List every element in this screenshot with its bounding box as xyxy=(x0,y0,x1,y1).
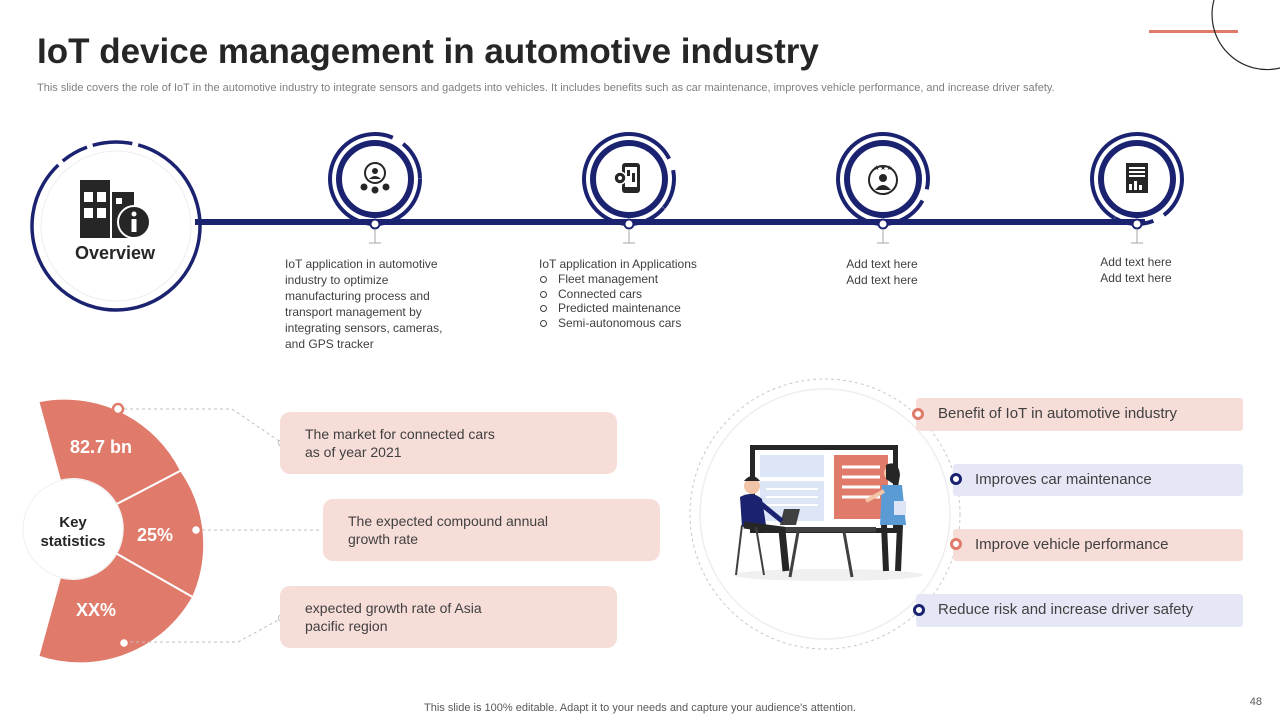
benefit-item-label: Reduce risk and increase driver safety xyxy=(938,601,1194,618)
svg-text:★★★: ★★★ xyxy=(874,164,893,172)
benefit-bullet xyxy=(950,473,962,485)
stat-box-market: The market for connected cars as of year… xyxy=(280,412,617,474)
person-gear-icon xyxy=(360,162,390,194)
slide-title: IoT device management in automotive indu… xyxy=(37,32,819,71)
presentation-meeting-illustration xyxy=(689,378,961,650)
stat-box-asia: expected growth rate of Asia pacific reg… xyxy=(280,586,617,648)
stat-value-market: 82.7 bn xyxy=(70,437,133,457)
key-label-line: Key xyxy=(59,514,87,531)
benefit-item-label: Improve vehicle performance xyxy=(975,536,1169,553)
slide-subtitle: This slide covers the role of IoT in the… xyxy=(37,82,1055,94)
mobile-gear-icon xyxy=(613,163,640,193)
stat-value-cagr: 25% xyxy=(137,525,174,545)
benefit-item-label: Improves car maintenance xyxy=(975,471,1152,488)
list-item: Semi-autonomous cars xyxy=(539,316,739,331)
benefit-item-1: Improves car maintenance xyxy=(953,464,1243,496)
stat-value-asia: XX% xyxy=(76,600,117,620)
stat-description: The market for connected cars xyxy=(305,426,495,442)
benefit-bullet xyxy=(950,538,962,550)
corner-arc-decoration xyxy=(1211,0,1280,71)
rated-person-icon: ★★★ xyxy=(868,164,898,195)
stat-box-cagr: The expected compound annual growth rate xyxy=(323,499,660,561)
benefit-item-3: Reduce risk and increase driver safety xyxy=(916,594,1243,627)
placeholder-text: Add text here xyxy=(1100,271,1172,285)
timeline-bar xyxy=(195,219,1145,225)
benefit-item-2: Improve vehicle performance xyxy=(953,529,1243,561)
accent-line xyxy=(1149,30,1238,33)
applications-list: Fleet management Connected cars Predicte… xyxy=(539,272,739,330)
placeholder-text: Add text here xyxy=(846,257,918,271)
report-chart-icon xyxy=(1126,163,1148,193)
key-statistics-graphic xyxy=(22,397,320,665)
list-item: Predicted maintenance xyxy=(539,301,739,316)
benefit-bullet xyxy=(912,408,924,420)
benefit-bullet xyxy=(913,604,925,616)
placeholder-text: Add text here xyxy=(846,273,918,287)
page-number: 48 xyxy=(1249,696,1262,708)
stat-description: expected growth rate of Asia xyxy=(305,600,482,616)
stat-description: growth rate xyxy=(348,531,419,547)
list-item: Connected cars xyxy=(539,287,739,302)
overview-label: Overview xyxy=(74,243,156,263)
placeholder-text: Add text here xyxy=(1100,255,1172,269)
timeline-step-3-text: Add text here Add text here xyxy=(822,256,942,288)
timeline-step-2-text: IoT application in Applications Fleet ma… xyxy=(539,256,739,330)
footer-note: This slide is 100% editable. Adapt it to… xyxy=(424,702,856,714)
key-statistics-label: Key statistics xyxy=(24,513,122,551)
benefits-heading: Benefit of IoT in automotive industry xyxy=(938,405,1178,422)
timeline-step-1-text: IoT application in automotive industry t… xyxy=(285,257,443,351)
building-info-icon xyxy=(80,180,151,239)
key-label-line: statistics xyxy=(40,533,106,550)
list-item: Fleet management xyxy=(539,272,739,287)
stat-description: as of year 2021 xyxy=(305,444,402,460)
stat-description: The expected compound annual xyxy=(348,513,549,529)
stat-description: pacific region xyxy=(305,618,388,634)
benefits-heading-box: Benefit of IoT in automotive industry xyxy=(916,398,1243,431)
timeline-step-4-text: Add text here Add text here xyxy=(1076,254,1196,286)
timeline-step-2-heading: IoT application in Applications xyxy=(539,257,697,271)
